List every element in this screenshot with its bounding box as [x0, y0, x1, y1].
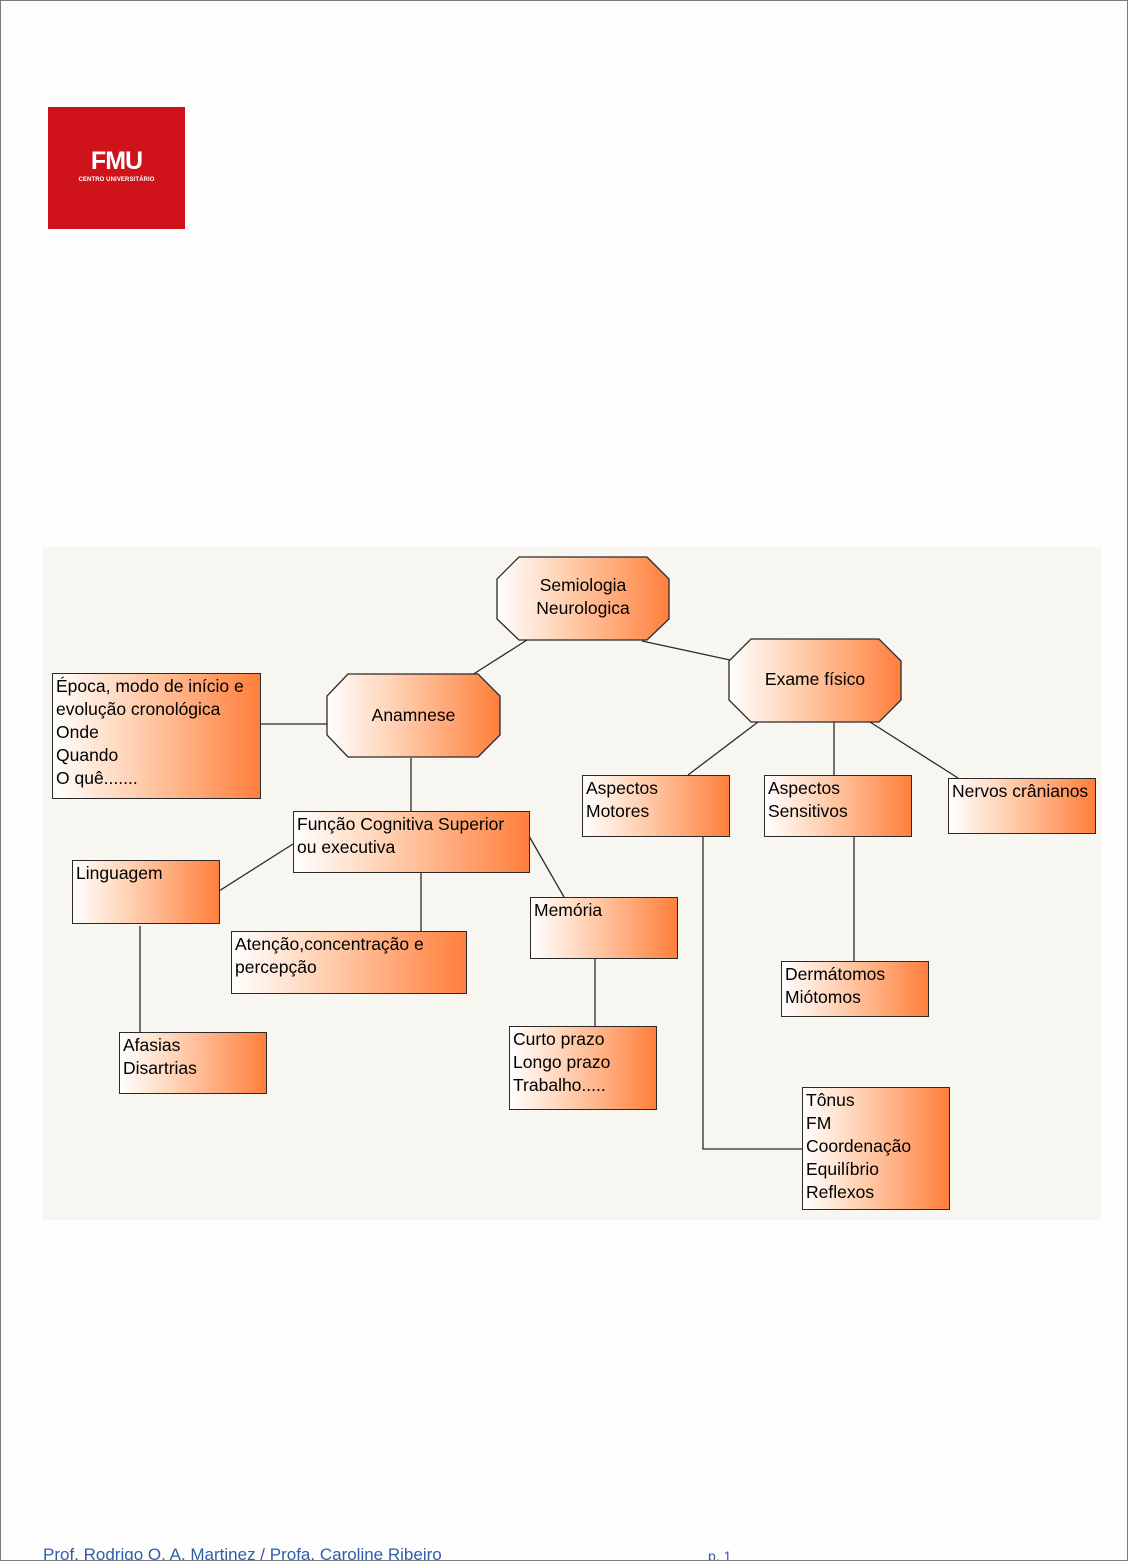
- node-label-line: Tônus: [806, 1090, 855, 1110]
- node-label-line: O quê.......: [56, 768, 138, 788]
- node-label-line: Nervos crânianos: [952, 781, 1089, 801]
- connector-layer: [139, 556, 959, 1150]
- node-label-line: evolução cronológica: [56, 699, 221, 719]
- node-label-line: Motores: [586, 801, 650, 821]
- node-label-line: Dermátomos: [785, 964, 886, 984]
- edge-root-exame: [641, 640, 731, 661]
- node-afasias: Afasias Disartrias: [119, 1032, 267, 1094]
- node-label-line: Memória: [534, 900, 603, 920]
- node-label-line: Reflexos: [806, 1182, 875, 1202]
- node-label-line: Miótomos: [785, 987, 861, 1007]
- exame-node-shape: [728, 638, 902, 723]
- node-atencao: Atenção,concentração e percepção: [231, 931, 467, 994]
- node-label-line: Exame físico: [764, 669, 866, 689]
- logo-brand: FMU: [90, 147, 143, 175]
- node-dermatomos: Dermátomos Miótomos: [781, 961, 929, 1017]
- node-label-line: ou executiva: [297, 837, 396, 857]
- node-semiologia-neurologica: Semiologia Neurologica: [497, 557, 669, 640]
- node-epoca: Época, modo de início e evolução cronoló…: [52, 673, 261, 799]
- node-label-line: Aspectos: [586, 778, 658, 798]
- node-label-line: Linguagem: [76, 863, 163, 883]
- node-label-line: Anamnese: [371, 705, 456, 725]
- node-label-line: Neurologica: [536, 598, 630, 618]
- node-label-line: Afasias: [123, 1035, 181, 1055]
- anamnese-node-shape: [326, 673, 501, 758]
- logo-subtitle: CENTRO UNIVERSITÁRIO: [78, 177, 155, 183]
- node-label-line: Função Cognitiva Superior: [297, 814, 505, 834]
- node-label-line: Semiologia: [539, 575, 627, 595]
- edge-exame-motores: [687, 721, 759, 776]
- node-anamnese: Anamnese: [327, 674, 500, 757]
- footer-page-number: p. 1: [708, 1548, 732, 1561]
- node-label-line: Equilíbrio: [806, 1159, 879, 1179]
- node-tonus: Tônus FM Coordenação Equilíbrio Reflexos: [802, 1087, 950, 1210]
- edge-funcao-linguagem: [218, 843, 294, 892]
- edge-funcao-memoria: [528, 835, 565, 898]
- concept-map: Semiologia Neurologica Anamnese Exame fí…: [42, 547, 1101, 1220]
- node-label-line: Quando: [56, 745, 119, 765]
- node-label-line: Onde: [56, 722, 99, 742]
- node-label-line: Trabalho.....: [513, 1075, 606, 1095]
- edge-exame-nervos: [869, 721, 959, 779]
- node-exame-fisico: Exame físico: [729, 639, 901, 722]
- node-label-line: Atenção,concentração e: [235, 934, 424, 954]
- node-label-line: FM: [806, 1113, 832, 1133]
- node-label-line: Aspectos: [768, 778, 840, 798]
- node-aspectos-sensitivos: Aspectos Sensitivos: [764, 775, 912, 837]
- node-label-line: Sensitivos: [768, 801, 848, 821]
- node-funcao-cognitiva: Função Cognitiva Superior ou executiva: [293, 811, 530, 873]
- node-label-line: Época, modo de início e: [56, 676, 244, 696]
- root-node-shape: [496, 556, 670, 641]
- edge-root-anamnese: [471, 639, 528, 676]
- node-label-line: Coordenação: [806, 1136, 912, 1156]
- node-label-line: Longo prazo: [513, 1052, 611, 1072]
- node-memoria: Memória: [530, 897, 678, 959]
- node-label-line: Disartrias: [123, 1058, 197, 1078]
- node-label-line: Curto prazo: [513, 1029, 605, 1049]
- node-aspectos-motores: Aspectos Motores: [582, 775, 730, 837]
- edge-motores-tonus: [702, 837, 802, 1150]
- footer-author: Prof. Rodrigo O. A. Martinez / Profa. Ca…: [43, 1545, 442, 1561]
- fmu-logo: FMU CENTRO UNIVERSITÁRIO: [48, 107, 185, 229]
- node-curto-prazo: Curto prazo Longo prazo Trabalho.....: [509, 1026, 657, 1110]
- node-nervos-cranianos: Nervos crânianos: [948, 778, 1096, 834]
- node-linguagem: Linguagem: [72, 860, 220, 924]
- node-label-line: percepção: [235, 957, 317, 977]
